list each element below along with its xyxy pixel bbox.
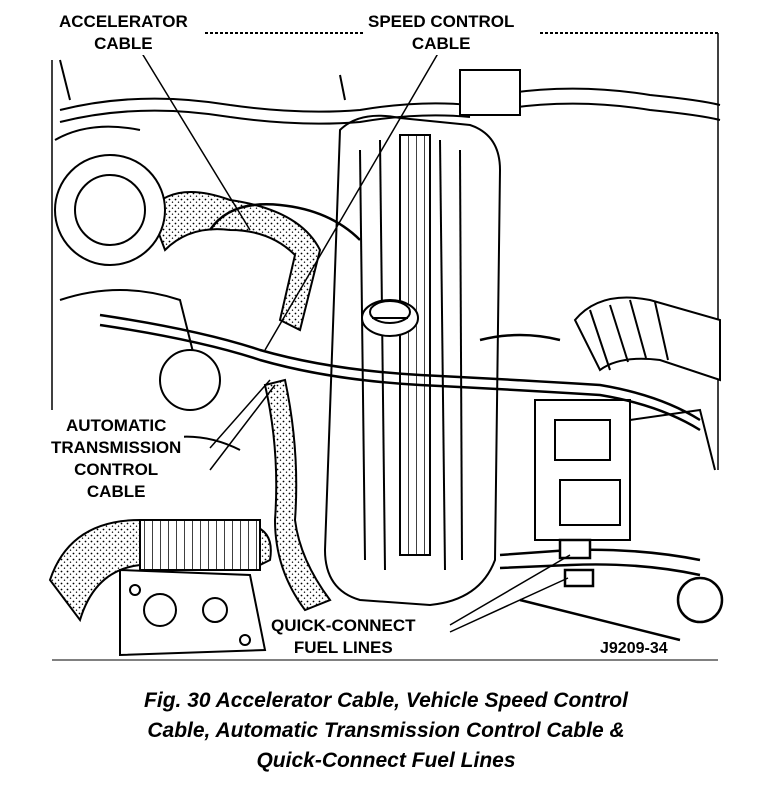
leader-qc-1 [449, 554, 571, 626]
cable-routing [99, 203, 701, 432]
leader-atc-1 [209, 379, 271, 449]
caption-line2: Cable, Automatic Transmission Control Ca… [147, 719, 625, 742]
leader-qc-2 [449, 577, 569, 633]
label-atc-line2: TRANSMISSION [51, 438, 182, 457]
figure-code: J9209-34 [598, 640, 670, 658]
leader-atc-2 [209, 384, 276, 471]
leader-accelerator [139, 49, 251, 231]
label-automatic-transmission-control-cable: AUTOMATIC TRANSMISSION CONTROL CABLE [48, 415, 185, 503]
oil-filler-cap [361, 299, 419, 337]
label-quick-connect-fuel-lines: QUICK-CONNECT FUEL LINES [268, 615, 419, 659]
label-speed-control-cable: SPEED CONTROL CABLE [365, 11, 518, 55]
label-qc-line2: FUEL LINES [293, 638, 393, 657]
pump-housing [119, 568, 267, 657]
left-side-components [54, 125, 241, 451]
engine-block [323, 114, 502, 607]
throttle-body-area [534, 399, 716, 541]
label-accelerator-cable: ACCELERATOR CABLE [56, 11, 191, 55]
leader-lines [139, 49, 571, 633]
label-atc-line3: CONTROL [74, 460, 159, 479]
air-intake-duct [573, 296, 721, 382]
label-atc-line4: CABLE [86, 482, 146, 501]
caption-line1: Fig. 30 Accelerator Cable, Vehicle Speed… [144, 689, 628, 712]
leader-speed-control [264, 49, 441, 351]
label-speed-line2: CABLE [411, 34, 471, 53]
label-atc-line1: AUTOMATIC [65, 416, 167, 435]
lower-coolant-hose [48, 518, 272, 623]
figure-caption: Fig. 30 Accelerator Cable, Vehicle Speed… [0, 686, 772, 776]
radiator-hose-left [148, 191, 332, 612]
fuel-lines [499, 538, 724, 642]
caption-line3: Quick-Connect Fuel Lines [256, 749, 516, 772]
label-accelerator-line1: ACCELERATOR [59, 12, 188, 31]
wiring-harness-top [59, 59, 721, 125]
label-qc-line1: QUICK-CONNECT [271, 616, 416, 635]
label-speed-line1: SPEED CONTROL [368, 12, 515, 31]
label-accelerator-line2: CABLE [94, 34, 153, 53]
